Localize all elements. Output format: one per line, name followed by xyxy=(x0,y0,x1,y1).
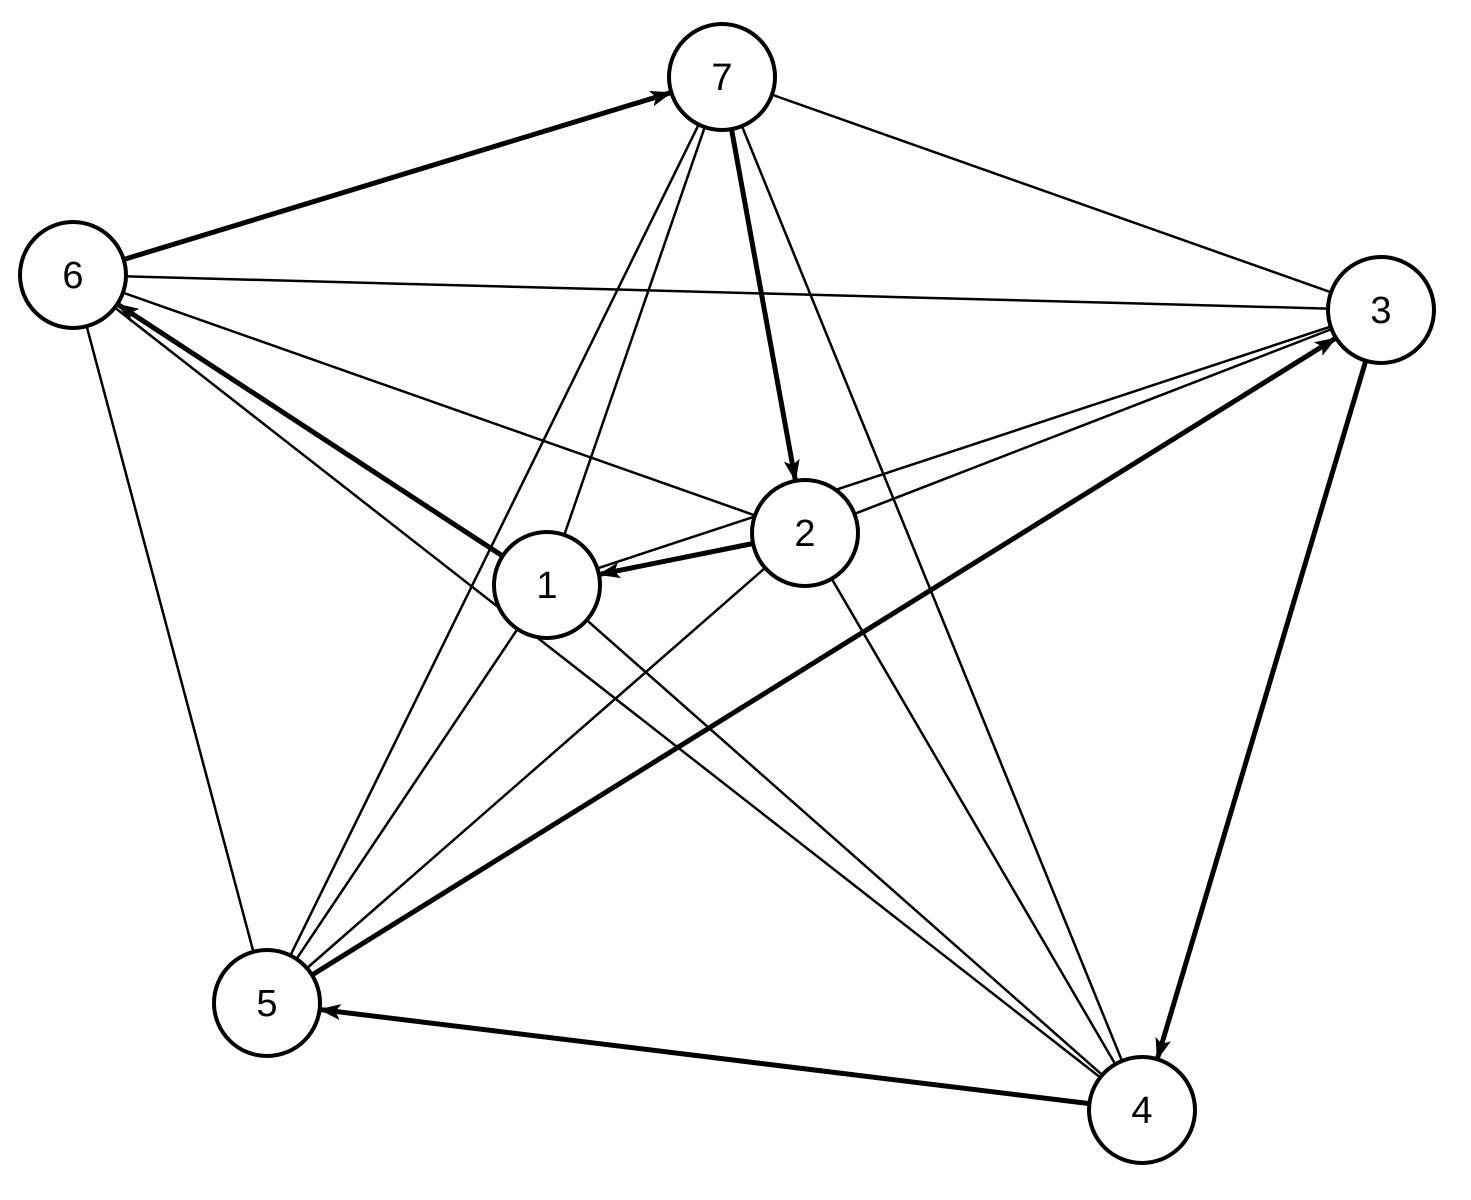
directed-edge-5-3 xyxy=(309,336,1338,978)
node-circle-6 xyxy=(18,220,128,330)
directed-edge-3-4 xyxy=(1155,358,1369,1061)
node-3: 3 xyxy=(1326,255,1436,365)
node-6: 6 xyxy=(18,220,128,330)
edge-3-7 xyxy=(771,93,1333,294)
edge-4-6 xyxy=(114,306,1102,1079)
edge-2-4 xyxy=(830,577,1117,1065)
node-label-6: 6 xyxy=(62,255,83,297)
edge-1-7 xyxy=(563,126,706,537)
directed-edge-1-6 xyxy=(115,302,506,559)
edge-3-6 xyxy=(125,275,1330,310)
edge-4-7 xyxy=(741,125,1124,1063)
edge-5-7 xyxy=(289,124,700,957)
edge-2-6 xyxy=(122,291,757,517)
nodes-layer: 1 2 3 4 5 6 7 xyxy=(18,22,1436,1165)
edge-2-3 xyxy=(853,328,1332,516)
edge-1-4 xyxy=(585,618,1103,1076)
node-circle-5 xyxy=(212,948,322,1058)
node-label-5: 5 xyxy=(256,983,277,1025)
node-1: 1 xyxy=(492,530,602,640)
node-2: 2 xyxy=(750,478,860,588)
edge-2-5 xyxy=(306,566,767,969)
node-5: 5 xyxy=(212,948,322,1058)
edges-layer xyxy=(85,90,1369,1107)
edge-5-6 xyxy=(85,325,255,954)
directed-edge-7-2 xyxy=(729,126,800,483)
edge-1-3 xyxy=(596,325,1331,570)
node-label-1: 1 xyxy=(536,565,557,607)
node-circle-3 xyxy=(1326,255,1436,365)
node-circle-2 xyxy=(750,478,860,588)
directed-edge-4-5 xyxy=(318,1004,1092,1107)
node-7: 7 xyxy=(667,22,777,132)
edge-1-5 xyxy=(295,627,519,960)
node-label-3: 3 xyxy=(1370,290,1391,332)
node-4: 4 xyxy=(1087,1055,1197,1165)
node-label-2: 2 xyxy=(794,513,815,555)
node-circle-7 xyxy=(667,22,777,132)
directed-edge-2-1 xyxy=(597,541,756,579)
node-label-4: 4 xyxy=(1131,1090,1152,1132)
node-circle-1 xyxy=(492,530,602,640)
node-circle-4 xyxy=(1087,1055,1197,1165)
node-label-7: 7 xyxy=(711,57,732,99)
directed-edge-6-7 xyxy=(121,90,673,262)
